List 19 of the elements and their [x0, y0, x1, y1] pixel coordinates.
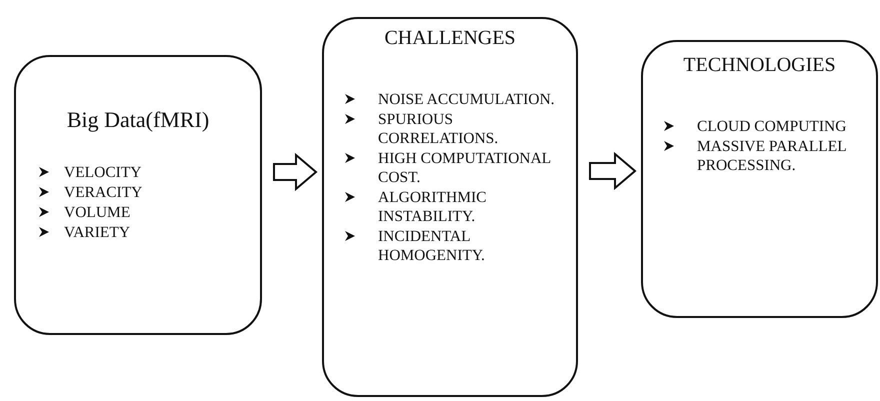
bullet-text: ALGORITHMIC INSTABILITY.	[378, 188, 488, 226]
block-arrow	[589, 152, 637, 190]
bullet-text: VOLUME	[64, 203, 132, 222]
rounded-box	[14, 55, 262, 335]
box-heading: TECHNOLOGIES	[682, 54, 837, 77]
bullet-text: VERACITY	[64, 183, 144, 202]
box-heading: CHALLENGES	[383, 27, 517, 50]
block-arrow	[273, 152, 318, 192]
box-heading: Big Data(fMRI)	[66, 107, 210, 133]
bullet-text: INCIDENTAL HOMOGENITY.	[378, 227, 486, 265]
bullet-text: CLOUD COMPUTING	[697, 117, 848, 136]
bullet-text: HIGH COMPUTATIONAL COST.	[378, 149, 552, 187]
rounded-box	[641, 40, 878, 318]
rounded-box	[322, 17, 578, 397]
bullet-text: VELOCITY	[64, 163, 142, 182]
bullet-text: VARIETY	[64, 223, 132, 242]
bullet-text: NOISE ACCUMULATION.	[378, 90, 556, 109]
bullet-text: MASSIVE PARALLEL PROCESSING.	[697, 137, 848, 175]
bullet-text: SPURIOUS CORRELATIONS.	[378, 110, 500, 148]
